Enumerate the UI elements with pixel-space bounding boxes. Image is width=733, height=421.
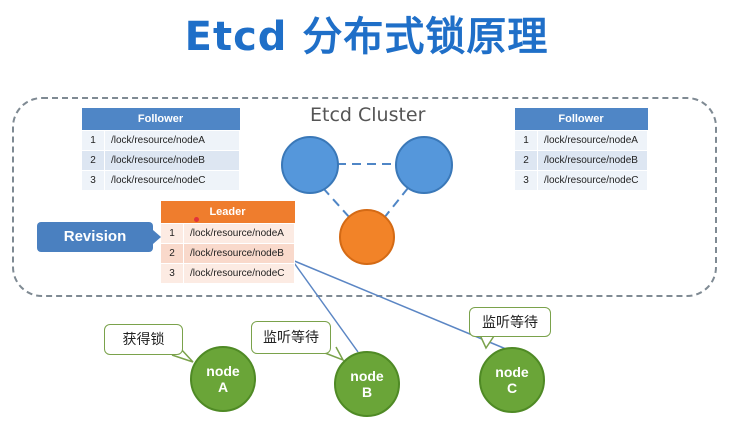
row-index: 1 xyxy=(81,130,105,151)
table-row: 1/lock/resource/nodeA xyxy=(514,130,648,151)
cluster-node-follower-left xyxy=(281,136,339,194)
callout-wait-c: 监听等待 xyxy=(469,307,551,337)
cluster-label: Etcd Cluster xyxy=(310,104,426,126)
follower-table-right: Follower 1/lock/resource/nodeA 2/lock/re… xyxy=(514,108,648,191)
row-key: /lock/resource/nodeB xyxy=(537,150,648,171)
table-row: 3/lock/resource/nodeC xyxy=(514,170,648,191)
leader-table: Leader 1/lock/resource/nodeA 2/lock/reso… xyxy=(160,201,295,284)
node-id: C xyxy=(506,380,518,396)
cluster-node-leader xyxy=(339,209,395,265)
callout-wait-b: 监听等待 xyxy=(251,321,331,354)
client-node-a: node A xyxy=(190,346,256,412)
node-id: A xyxy=(217,379,229,395)
follower-header: Follower xyxy=(514,108,648,131)
cluster-link-left xyxy=(322,187,351,219)
table-row: 1/lock/resource/nodeA xyxy=(81,130,240,151)
row-index: 2 xyxy=(160,243,184,264)
cursor-dot xyxy=(194,217,199,222)
node-id: B xyxy=(361,384,373,400)
row-key: /lock/resource/nodeC xyxy=(537,170,648,191)
row-index: 1 xyxy=(514,130,538,151)
row-key: /lock/resource/nodeC xyxy=(183,263,295,284)
row-index: 3 xyxy=(514,170,538,191)
table-row: 2/lock/resource/nodeB xyxy=(514,150,648,171)
table-row: 2/lock/resource/nodeB xyxy=(160,243,295,264)
follower-table-left: Follower 1/lock/resource/nodeA 2/lock/re… xyxy=(81,108,240,191)
client-node-c: node C xyxy=(479,347,545,413)
revision-arrow xyxy=(153,230,161,244)
row-key: /lock/resource/nodeA xyxy=(183,223,295,244)
table-row: 3/lock/resource/nodeC xyxy=(160,263,295,284)
row-index: 3 xyxy=(81,170,105,191)
row-index: 2 xyxy=(514,150,538,171)
row-key: /lock/resource/nodeB xyxy=(183,243,295,264)
client-node-b: node B xyxy=(334,351,400,417)
watch-line-b xyxy=(291,259,359,353)
callout-acquire-lock: 获得锁 xyxy=(104,324,183,355)
cluster-link-right xyxy=(383,187,409,219)
node-label: node xyxy=(206,363,240,379)
row-key: /lock/resource/nodeC xyxy=(104,170,240,191)
table-row: 2/lock/resource/nodeB xyxy=(81,150,240,171)
row-index: 1 xyxy=(160,223,184,244)
table-row: 1/lock/resource/nodeA xyxy=(160,223,295,244)
row-index: 2 xyxy=(81,150,105,171)
page-title: Etcd 分布式锁原理 xyxy=(184,14,549,60)
row-key: /lock/resource/nodeA xyxy=(537,130,648,151)
row-index: 3 xyxy=(160,263,184,284)
leader-header: Leader xyxy=(160,201,295,224)
revision-label: Revision xyxy=(37,222,153,252)
row-key: /lock/resource/nodeB xyxy=(104,150,240,171)
etcd-cluster-boundary xyxy=(12,97,717,297)
cluster-node-follower-right xyxy=(395,136,453,194)
table-row: 3/lock/resource/nodeC xyxy=(81,170,240,191)
follower-header: Follower xyxy=(81,108,240,131)
node-label: node xyxy=(350,368,384,384)
node-label: node xyxy=(495,364,529,380)
row-key: /lock/resource/nodeA xyxy=(104,130,240,151)
